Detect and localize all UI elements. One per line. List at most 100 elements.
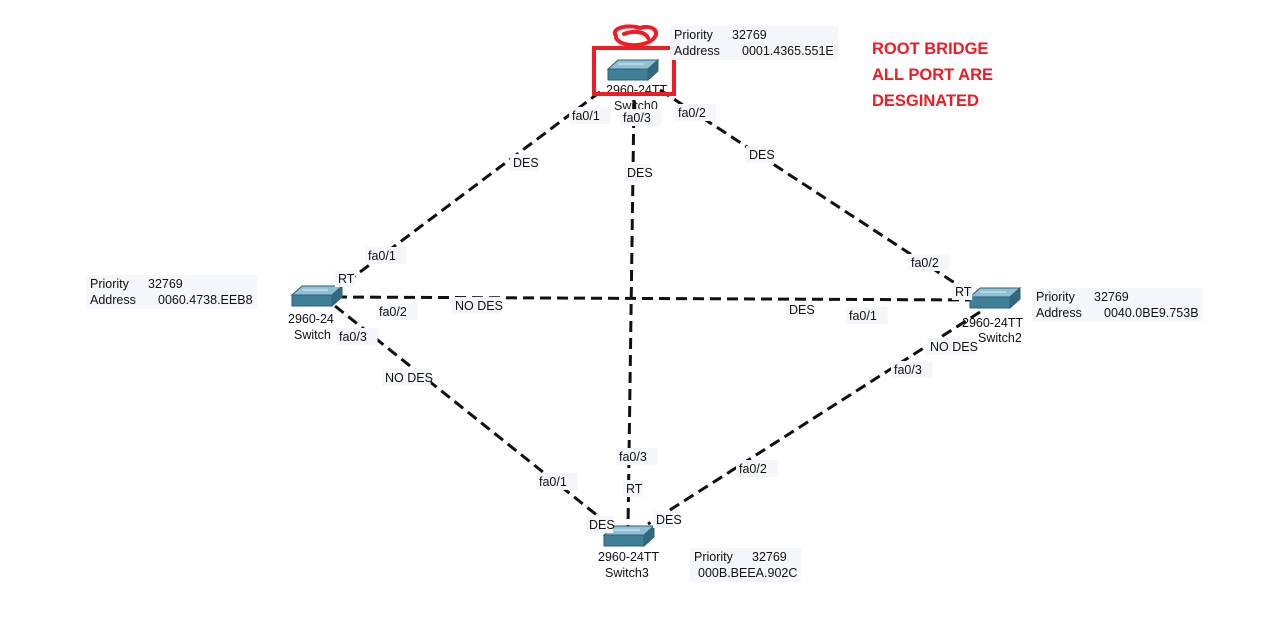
port-label: fa0/2 (736, 460, 778, 477)
port-label-text: fa0/3 (623, 111, 651, 125)
link-s2-s3[interactable] (647, 310, 981, 526)
priority-value: 32769 (752, 550, 787, 564)
address-value: 0001.4365.551E (742, 44, 834, 58)
port-label-bg (536, 473, 578, 490)
port-role-label: NO DES (927, 338, 978, 355)
root-bridge-annotation: ROOT BRIDGE ALL PORT ARE DESGINATED (872, 36, 993, 114)
port-label-bg (620, 109, 662, 126)
port-role-label-bg (624, 164, 652, 181)
port-label-text: fa0/1 (539, 475, 567, 489)
port-label-text: fa0/3 (619, 450, 647, 464)
port-label: fa0/1 (536, 473, 578, 490)
priority-label: Priority (694, 550, 733, 564)
port-role-label-text: DES (627, 166, 653, 180)
port-role-label-bg (382, 369, 431, 386)
switch-front (603, 534, 645, 547)
port-label: fa0/1 (846, 307, 888, 324)
switch-model: 2960-24 (288, 312, 334, 326)
annotation-line: ROOT BRIDGE (872, 40, 989, 58)
port-role-label-bg (746, 146, 774, 163)
switch-side (647, 58, 659, 82)
port-role-label-bg (335, 270, 356, 287)
switch-model: 2960-24TT (598, 550, 660, 564)
port-role-label-bg (510, 154, 538, 171)
port-role-label-text: DES (513, 156, 539, 170)
port-label: fa0/1 (365, 247, 407, 264)
port-label-bg (616, 448, 658, 465)
port-role-label-bg (927, 338, 976, 355)
port-label-bg (336, 328, 378, 345)
port-role-label-text: RT (626, 482, 643, 496)
switch-side (643, 524, 655, 548)
port-label-text: fa0/1 (849, 309, 877, 323)
port-role-label: NO DES (382, 369, 433, 386)
link-root-s1[interactable] (339, 90, 601, 289)
port-label: fa0/2 (675, 104, 717, 121)
address-value: 0040.0BE9.753B (1104, 306, 1199, 320)
address-label: Address (90, 293, 136, 307)
port-role-label-text: RT (955, 285, 972, 299)
port-role-label: NO DES (452, 297, 503, 314)
switch-front (607, 68, 649, 81)
port-label-text: fa0/2 (678, 106, 706, 120)
priority-label: Priority (674, 28, 713, 42)
port-label-text: fa0/2 (911, 256, 939, 270)
port-role-label-text: DES (749, 148, 775, 162)
port-label-bg (365, 247, 407, 264)
switch-front (969, 296, 1011, 309)
port-label-text: fa0/2 (739, 462, 767, 476)
port-label: fa0/1 (569, 107, 611, 124)
port-role-label: RT (952, 283, 973, 300)
priority-value: 32769 (732, 28, 767, 42)
port-role-label-bg (786, 301, 814, 318)
port-label: fa0/2 (376, 303, 418, 320)
switch-side (331, 284, 343, 308)
port-role-label: DES (786, 301, 815, 318)
switch-name: Switch2 (978, 331, 1022, 345)
port-label-text: fa0/1 (368, 249, 396, 263)
switch3-info: Priority 32769 000B.BEEA.902C (690, 548, 802, 582)
port-role-label: DES (746, 146, 775, 163)
address-label: Address (674, 44, 720, 58)
root-switch-info: Priority 32769 Address 0001.4365.551E (670, 26, 838, 60)
annotation-line: DESGINATED (872, 92, 979, 110)
port-label: fa0/3 (891, 361, 933, 378)
port-role-label-text: NO DES (930, 340, 978, 354)
annotation-line: ALL PORT ARE (872, 66, 994, 84)
port-label-text: fa0/3 (339, 330, 367, 344)
port-role-label: RT (335, 270, 356, 287)
root-highlight-box (592, 46, 676, 96)
port-role-label: DES (624, 164, 653, 181)
port-role-label-text: NO DES (455, 299, 503, 313)
port-role-label-text: NO DES (385, 371, 433, 385)
port-role-label: DES (586, 516, 615, 533)
switch-model: 2960-24TT (962, 316, 1024, 330)
port-role-label-bg (452, 297, 501, 314)
link-s1-s2[interactable] (335, 295, 975, 302)
port-label-bg (376, 303, 418, 320)
address-value: 000B.BEEA.902C (698, 566, 798, 580)
port-label-bg (736, 460, 778, 477)
port-label-bg (675, 104, 717, 121)
port-role-label-text: DES (656, 513, 682, 527)
port-label: fa0/2 (908, 254, 950, 271)
port-role-label-bg (623, 480, 644, 497)
switch-side (1009, 286, 1021, 310)
priority-value: 32769 (148, 277, 183, 291)
priority-label: Priority (90, 277, 129, 291)
port-role-label-bg (586, 516, 614, 533)
port-role-label-text: DES (589, 518, 615, 532)
priority-value: 32769 (1094, 290, 1129, 304)
switch-name: Switch (294, 328, 331, 342)
labels-layer: fa0/1fa0/1DESRTfa0/3fa0/3DESRTfa0/2fa0/2… (335, 104, 978, 533)
port-role-label: RT (623, 480, 644, 497)
port-role-label: DES (510, 154, 539, 171)
port-label-bg (846, 307, 888, 324)
